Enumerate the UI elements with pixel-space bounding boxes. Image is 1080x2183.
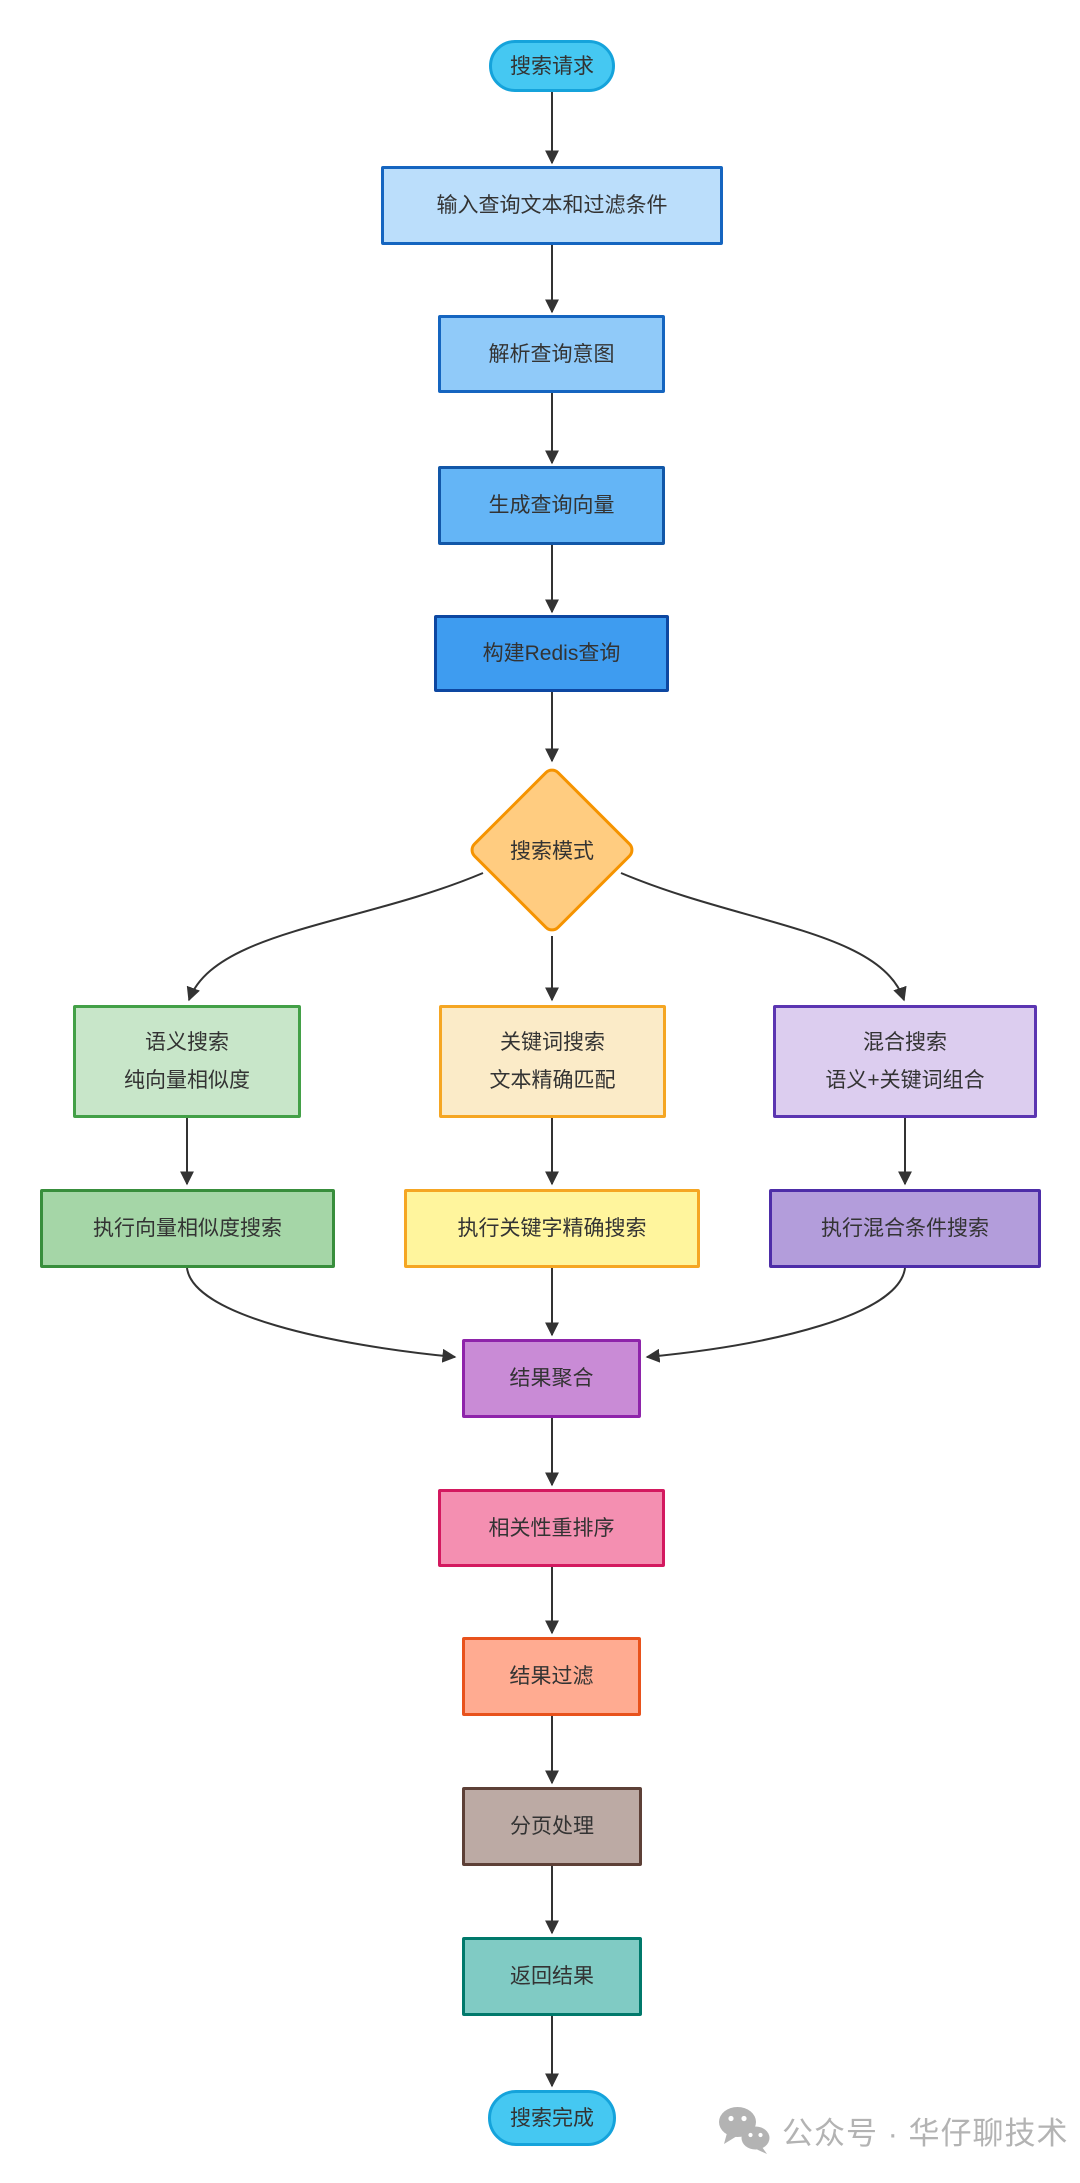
node-exec-hybrid-search: 执行混合条件搜索 bbox=[769, 1189, 1041, 1268]
node-label-line2: 语义+关键词组合 bbox=[825, 1069, 985, 1092]
node-search-done: 搜索完成 bbox=[488, 2090, 616, 2146]
node-label: 相关性重排序 bbox=[488, 1516, 615, 1540]
node-label: 执行向量相似度搜索 bbox=[93, 1217, 282, 1240]
node-label: 结果聚合 bbox=[509, 1367, 594, 1390]
node-result-aggregate: 结果聚合 bbox=[462, 1339, 641, 1418]
node-label: 返回结果 bbox=[510, 1965, 594, 1988]
node-semantic-search: 语义搜索 纯向量相似度 bbox=[73, 1005, 301, 1118]
node-hybrid-search: 混合搜索 语义+关键词组合 bbox=[773, 1005, 1037, 1118]
node-label: 构建Redis查询 bbox=[482, 642, 621, 665]
node-label-line2: 纯向量相似度 bbox=[124, 1069, 250, 1092]
node-label: 解析查询意图 bbox=[488, 342, 615, 366]
node-search-mode: 搜索模式 bbox=[466, 764, 638, 936]
node-label: 结果过滤 bbox=[509, 1665, 594, 1688]
node-label: 分页处理 bbox=[510, 1815, 594, 1838]
node-label: 搜索请求 bbox=[510, 54, 594, 78]
node-parse-intent: 解析查询意图 bbox=[438, 315, 665, 393]
node-exec-vector-search: 执行向量相似度搜索 bbox=[40, 1189, 335, 1268]
node-label-line1: 关键词搜索 bbox=[500, 1031, 605, 1054]
node-label: 搜索完成 bbox=[510, 2106, 594, 2130]
watermark: 公众号 · 华仔聊技术 bbox=[718, 2106, 1069, 2154]
wechat-icon bbox=[719, 2107, 770, 2154]
node-relevance-rerank: 相关性重排序 bbox=[438, 1489, 665, 1567]
edge-mode-semantic bbox=[186, 872, 484, 1002]
edge-mode-hybrid bbox=[620, 872, 907, 1002]
node-search-request: 搜索请求 bbox=[489, 40, 615, 92]
edge-execvector-aggregate bbox=[186, 1267, 457, 1363]
node-result-filter: 结果过滤 bbox=[462, 1637, 641, 1716]
node-build-redis-query: 构建Redis查询 bbox=[434, 615, 669, 692]
node-label-line1: 混合搜索 bbox=[863, 1031, 947, 1054]
node-label: 执行关键字精确搜索 bbox=[457, 1217, 647, 1240]
node-label: 生成查询向量 bbox=[488, 494, 615, 517]
watermark-text: 公众号 · 华仔聊技术 bbox=[782, 2115, 1069, 2151]
edge-exechybrid-aggregate bbox=[645, 1267, 906, 1363]
node-exec-keyword-search: 执行关键字精确搜索 bbox=[404, 1189, 700, 1268]
node-label: 执行混合条件搜索 bbox=[821, 1217, 989, 1240]
node-label-line1: 语义搜索 bbox=[145, 1031, 229, 1054]
node-label: 搜索模式 bbox=[510, 840, 594, 863]
node-generate-vector: 生成查询向量 bbox=[438, 466, 665, 545]
node-input-query: 输入查询文本和过滤条件 bbox=[381, 166, 723, 245]
node-return-results: 返回结果 bbox=[462, 1937, 642, 2016]
node-pagination: 分页处理 bbox=[462, 1787, 642, 1866]
node-keyword-search: 关键词搜索 文本精确匹配 bbox=[439, 1005, 666, 1118]
node-label-line2: 文本精确匹配 bbox=[489, 1069, 616, 1092]
node-label: 输入查询文本和过滤条件 bbox=[436, 194, 668, 217]
